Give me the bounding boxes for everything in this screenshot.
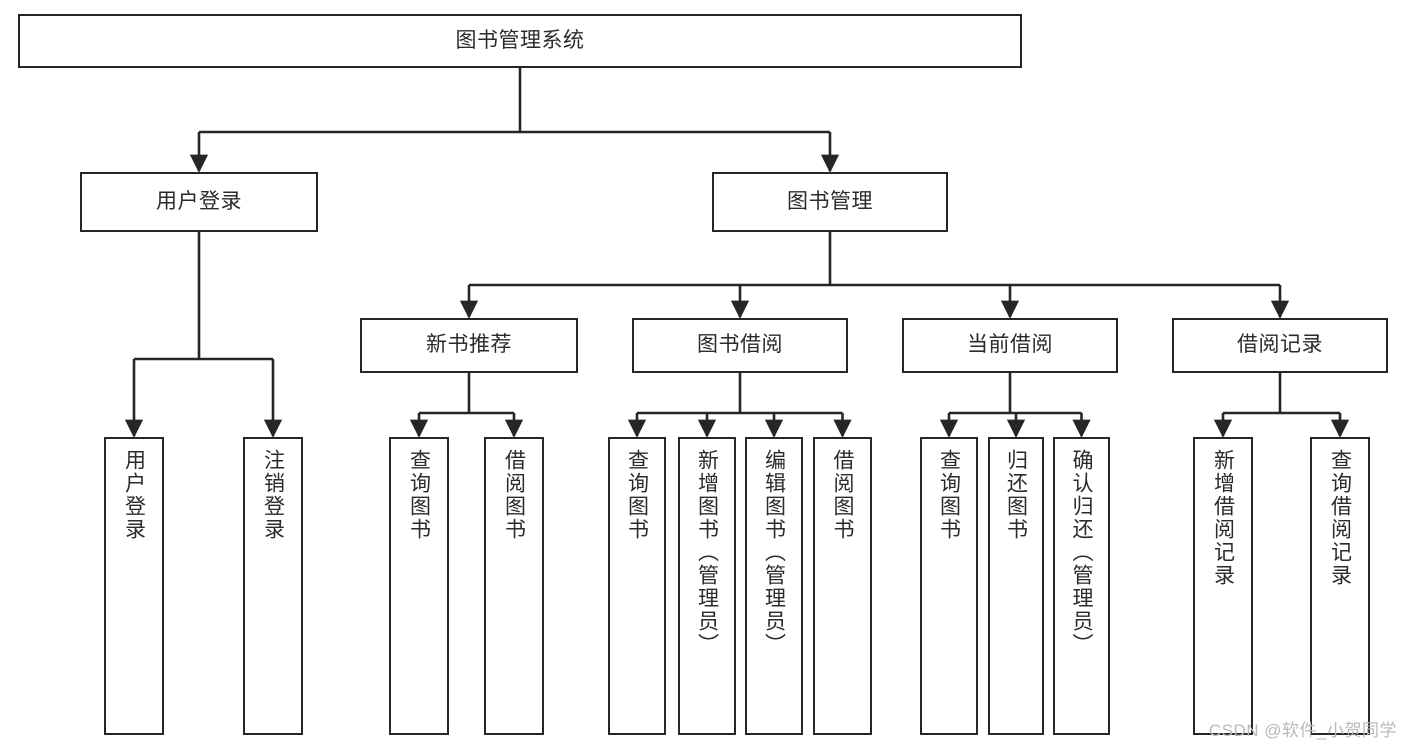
node-leaf-user-logout[interactable]: 注销登录 bbox=[243, 437, 303, 735]
node-label: 查询借阅记录 bbox=[1328, 449, 1352, 587]
node-label: 借阅记录 bbox=[1237, 333, 1323, 357]
node-leaf-add-book[interactable]: 新增图书（管理员） bbox=[678, 437, 736, 735]
node-label: 借阅图书 bbox=[831, 449, 854, 541]
node-label: 编辑图书（管理员） bbox=[762, 449, 786, 656]
node-label: 新增图书（管理员） bbox=[695, 449, 719, 656]
node-leaf-add-record[interactable]: 新增借阅记录 bbox=[1193, 437, 1253, 735]
node-label: 图书管理 bbox=[787, 189, 873, 213]
node-book-manage[interactable]: 图书管理 bbox=[712, 172, 948, 232]
node-leaf-edit-book[interactable]: 编辑图书（管理员） bbox=[745, 437, 803, 735]
node-label: 确认归还（管理员） bbox=[1070, 449, 1093, 656]
node-leaf-query-record[interactable]: 查询借阅记录 bbox=[1310, 437, 1370, 735]
node-new-book-rec[interactable]: 新书推荐 bbox=[360, 318, 578, 373]
node-label: 新书推荐 bbox=[426, 333, 512, 357]
node-label: 查询图书 bbox=[407, 449, 431, 541]
node-label: 用户登录 bbox=[156, 189, 242, 213]
node-label: 新增借阅记录 bbox=[1211, 449, 1235, 587]
node-label: 图书管理系统 bbox=[455, 28, 585, 52]
node-leaf-user-login[interactable]: 用户登录 bbox=[104, 437, 164, 735]
node-label: 借阅图书 bbox=[502, 449, 526, 541]
node-leaf-borrow-book-1[interactable]: 借阅图书 bbox=[484, 437, 544, 735]
node-current-borrow[interactable]: 当前借阅 bbox=[902, 318, 1118, 373]
node-borrow-record[interactable]: 借阅记录 bbox=[1172, 318, 1388, 373]
node-label: 归还图书 bbox=[1004, 449, 1028, 541]
node-leaf-query-book-2[interactable]: 查询图书 bbox=[608, 437, 666, 735]
node-user-login[interactable]: 用户登录 bbox=[80, 172, 318, 232]
watermark: CSDN @软件_小贺同学 bbox=[1208, 721, 1397, 740]
node-label: 当前借阅 bbox=[967, 333, 1053, 357]
node-leaf-query-book-1[interactable]: 查询图书 bbox=[389, 437, 449, 735]
node-leaf-return-book[interactable]: 归还图书 bbox=[988, 437, 1044, 735]
node-root[interactable]: 图书管理系统 bbox=[18, 14, 1022, 68]
node-label: 查询图书 bbox=[937, 449, 961, 541]
node-label: 图书借阅 bbox=[697, 333, 783, 357]
node-leaf-confirm-return[interactable]: 确认归还（管理员） bbox=[1053, 437, 1110, 735]
node-book-borrow[interactable]: 图书借阅 bbox=[632, 318, 848, 373]
node-label: 查询图书 bbox=[625, 449, 649, 541]
node-label: 注销登录 bbox=[261, 449, 285, 541]
node-label: 用户登录 bbox=[122, 449, 146, 541]
node-leaf-borrow-book-2[interactable]: 借阅图书 bbox=[813, 437, 872, 735]
node-leaf-query-book-3[interactable]: 查询图书 bbox=[920, 437, 978, 735]
